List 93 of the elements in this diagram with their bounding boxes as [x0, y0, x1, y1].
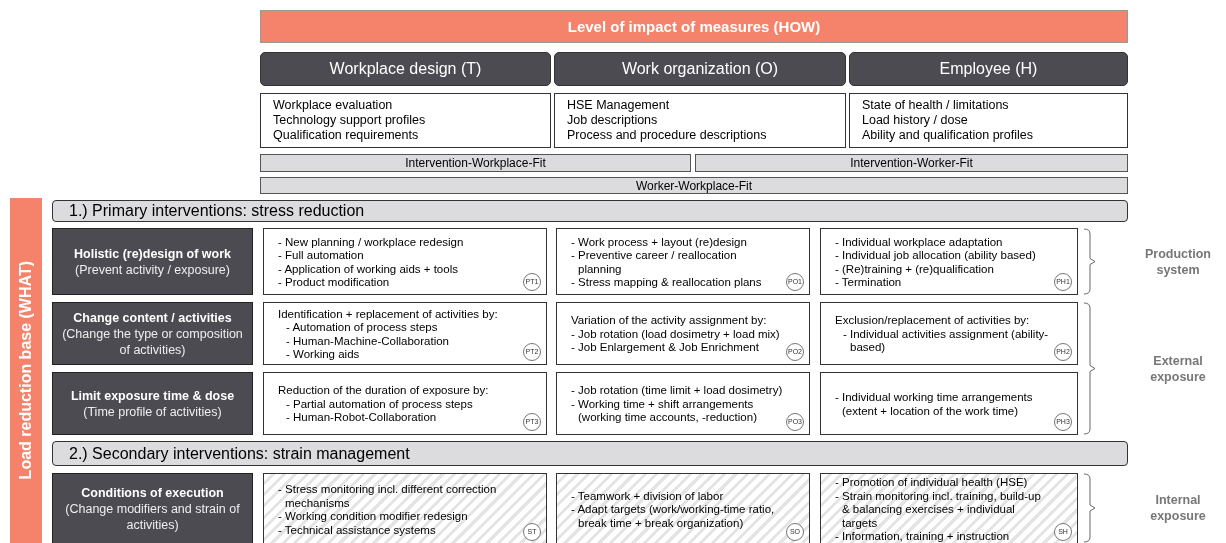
measure-cell	[263, 372, 547, 435]
heading-bar	[260, 10, 1128, 43]
list-item: - Working condition modifier redesign	[278, 510, 469, 524]
measure-cell	[263, 228, 547, 295]
row-subtitle: (Change the type or composition of activities)	[61, 325, 244, 358]
column-header	[260, 52, 551, 86]
list-item: - Technical assistance systems	[278, 523, 437, 537]
list-item: State of health / limitations	[862, 98, 1010, 113]
row-title: Holistic (re)design of work	[74, 245, 231, 262]
fit-bar	[695, 154, 1128, 172]
section-band	[52, 441, 1128, 466]
hatched-measure-cell	[263, 473, 547, 543]
title-text: Workplace design (T)	[329, 60, 482, 78]
description-box	[554, 93, 846, 148]
title-text: Intervention-Workplace-Fit	[405, 156, 546, 170]
row-header	[52, 372, 253, 435]
list-item: - Stress monitoring incl. different correction mechanisms	[278, 483, 498, 510]
fit-bar	[260, 177, 1128, 194]
title-text: Worker-Workplace-Fit	[635, 178, 753, 193]
list-item: - Working time + shift arrangements (working time accounts, -reduction)	[571, 397, 758, 425]
side-label: Production system	[1144, 245, 1212, 278]
column-header	[849, 52, 1128, 86]
list-item: - Individual working time arrangements (extent + location of the work time)	[835, 391, 1034, 418]
vertical-heading-bar	[10, 198, 42, 543]
list-item: - New planning / workplace redesign	[278, 235, 465, 249]
list-item: - Job Enlargement & Job Enrichment	[571, 341, 760, 355]
row-title: Change content / activities	[73, 309, 232, 326]
measure-cell	[556, 228, 810, 295]
list-item: Reduction of the duration of exposure by:	[278, 384, 490, 398]
title-text: Intervention-Worker-Fit	[850, 156, 973, 170]
list-item: - Full automation	[278, 249, 365, 263]
list-item: Process and procedure descriptions	[567, 128, 768, 143]
description-box	[260, 93, 551, 148]
list-item: Identification + replacement of activities by:	[278, 307, 499, 321]
side-label: Internal exposure	[1149, 492, 1207, 524]
row-subtitle: (Prevent activity / exposure)	[75, 261, 230, 278]
list-item: - Human-Robot-Collaboration	[286, 411, 438, 425]
list-item: Ability and qualification profiles	[862, 128, 1034, 143]
measure-cell	[820, 302, 1078, 365]
list-item: - Job rotation (load dosimetry + load mix)	[571, 327, 781, 342]
list-item: Variation of the activity assignment by:	[571, 314, 768, 328]
list-item: - Individual activities assignment (ability-based)	[843, 327, 1050, 355]
list-item: - Working aids	[286, 348, 361, 362]
list-item: Technology support profiles	[273, 113, 427, 128]
list-item: - Human-Machine-Collaboration	[286, 334, 450, 348]
row-header	[52, 473, 253, 543]
list-item: Exclusion/replacement of activities by:	[835, 314, 1031, 328]
hatched-measure-cell	[820, 473, 1078, 543]
row-header	[52, 228, 253, 295]
title-text: Load reduction base (WHAT)	[17, 261, 35, 480]
measure-cell	[820, 372, 1078, 435]
list-item: - Promotion of individual health (HSE)	[835, 476, 1029, 490]
list-item: - (Re)training + (re)qualification	[835, 262, 995, 276]
list-item: - Preventive career / reallocation planning	[571, 249, 738, 276]
list-item: - Job rotation (time limit + load dosimetry)	[571, 384, 783, 398]
section-band	[52, 200, 1128, 222]
list-item: - Adapt targets (work/working-time ratio, break time + break organization)	[571, 503, 776, 531]
list-item: Job descriptions	[567, 113, 659, 128]
list-item: Qualification requirements	[273, 128, 420, 143]
list-item: - Individual workplace adaptation	[835, 235, 1004, 249]
description-box	[849, 93, 1128, 148]
title-text: Level of impact of measures (HOW)	[567, 18, 821, 35]
measure-cell	[556, 372, 810, 435]
row-header	[52, 302, 253, 365]
list-item: Load history / dose	[862, 113, 969, 128]
measure-cell	[263, 302, 547, 365]
title-text: Employee (H)	[939, 60, 1038, 78]
list-item: - Strain monitoring incl. training, build-up & balancing exercises + individual targets	[835, 489, 1042, 531]
row-title: Conditions of execution	[81, 485, 224, 501]
title-text: 1.) Primary interventions: stress reduction	[69, 202, 365, 220]
measure-cell	[556, 302, 810, 365]
list-item: HSE Management	[567, 98, 671, 113]
hatched-measure-cell	[556, 473, 810, 543]
row-title: Limit exposure time & dose	[70, 387, 235, 404]
list-item: Workplace evaluation	[273, 98, 394, 113]
list-item: - Work process + layout (re)design	[571, 235, 748, 249]
row-subtitle: (Time profile of activities)	[83, 403, 222, 420]
row-subtitle: (Change modifiers and strain of activities)	[64, 501, 241, 533]
title-text: 2.) Secondary interventions: strain management	[69, 444, 410, 463]
list-item: - Stress mapping & reallocation plans	[571, 276, 763, 290]
side-label: External exposure	[1149, 352, 1207, 385]
measure-cell	[820, 228, 1078, 295]
title-text: Work organization (O)	[621, 60, 779, 78]
column-header	[554, 52, 846, 86]
list-item: - Individual job allocation (ability based)	[835, 249, 1037, 263]
list-item: - Partial automation of process steps	[286, 397, 474, 412]
list-item: - Automation of process steps	[286, 321, 439, 335]
list-item: - Termination	[835, 276, 903, 290]
list-item: - Product modification	[278, 276, 391, 290]
list-item: - Teamwork + division of labor	[571, 489, 725, 504]
list-item: - Information, training + instruction	[835, 530, 1011, 543]
list-item: - Application of working aids + tools	[278, 262, 459, 276]
fit-bar	[260, 154, 691, 172]
